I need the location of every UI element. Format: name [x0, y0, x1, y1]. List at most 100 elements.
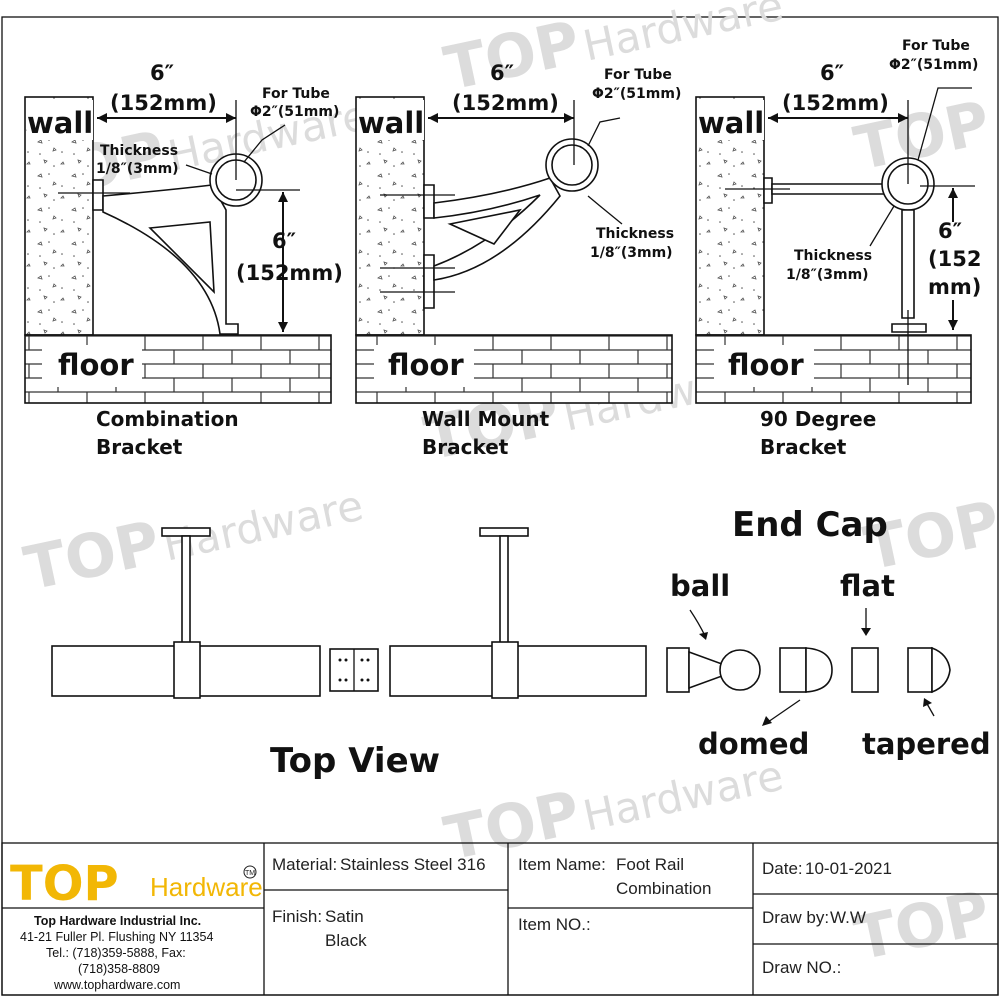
finish-value: Black [325, 931, 367, 950]
bracket-arm [102, 184, 239, 335]
arrow-head [923, 698, 932, 707]
splice-connector [329, 648, 379, 692]
thickness-size: 1/8″(3mm) [786, 267, 869, 283]
wall-label: wall [27, 106, 93, 140]
combination-bracket-diagram: wall floor 6″ (152mm) 6″ (152mm) For Tub… [24, 61, 343, 459]
tube-inner [551, 144, 593, 186]
dim-label-bg [925, 222, 975, 300]
horizontal-dimension-mm: (152mm) [110, 91, 217, 115]
tapered-label: tapered [862, 727, 991, 761]
ball-end-cap [666, 647, 761, 693]
flat-label: flat [840, 569, 895, 603]
tube-clamp [491, 641, 519, 699]
svg-text:TOP: TOP [19, 508, 167, 605]
tube-size: Φ2″(51mm) [592, 86, 681, 102]
tube-size: Φ2″(51mm) [250, 104, 339, 120]
company-address: 41-21 Fuller Pl. Flushing NY 11354 [20, 930, 213, 944]
thickness-size: 1/8″(3mm) [590, 245, 673, 261]
wall-plate [423, 184, 435, 219]
flat-end-cap [851, 647, 879, 693]
finish-label: Finish: [272, 907, 322, 926]
logo-tm: TM [245, 870, 255, 877]
bracket-post [901, 209, 915, 319]
finish-value: Satin [325, 907, 364, 926]
vertical-dimension-mm: mm) [928, 275, 981, 299]
domed-label: domed [698, 727, 809, 761]
top-view-diagram: Top View [51, 527, 647, 781]
floor-label-bg [714, 345, 814, 387]
bracket-name: Bracket [760, 435, 847, 459]
tube-leader [243, 124, 286, 163]
end-cap-diagram: End Cap ball flat domed ta [666, 505, 991, 761]
wall-plate [423, 254, 435, 309]
floor-label-bg [42, 345, 142, 387]
company-website: www.tophardware.com [53, 978, 180, 992]
tube-clamp [173, 641, 201, 699]
horizontal-dimension: 6″ [820, 61, 844, 85]
svg-text:TOP: TOP [849, 878, 997, 975]
ball-label: ball [670, 569, 730, 603]
floor-label: floor [58, 348, 134, 382]
company-name: Top Hardware Industrial Inc. [34, 914, 201, 928]
thickness-label: Thickness [596, 226, 674, 242]
material-label: Material: [272, 855, 337, 874]
svg-text:Hardware: Hardware [579, 0, 788, 71]
wall-label: wall [698, 106, 764, 140]
logo-hardware: Hardware [150, 872, 263, 902]
bracket-cutout [148, 221, 215, 295]
wall-label-bg [358, 100, 424, 140]
arrow-head [762, 716, 772, 726]
bracket-name: Bracket [422, 435, 509, 459]
floor-plate [891, 323, 927, 333]
horizontal-dimension: 6″ [150, 61, 174, 85]
tube-leader [587, 117, 621, 147]
vertical-dimension: 6″ [938, 219, 962, 243]
vertical-dimension: 6″ [272, 229, 296, 253]
company-logo: TOP Hardware TM [10, 856, 263, 912]
wall-label: wall [358, 106, 424, 140]
domed-leader [767, 699, 801, 723]
title-block-frame [1, 842, 999, 996]
thickness-leader [869, 205, 895, 247]
thickness-label: Thickness [794, 248, 872, 264]
logo-top: TOP [10, 856, 119, 912]
thickness-size: 1/8″(3mm) [96, 161, 179, 177]
wall-plate [763, 177, 773, 204]
thickness-leader [587, 195, 623, 225]
90-degree-bracket-diagram: wall floor 6″ (152mm) 6″ (152 mm) For Tu… [695, 38, 981, 459]
material-value: Stainless Steel 316 [340, 855, 486, 874]
arrow-head [861, 628, 871, 636]
horizontal-dimension-mm: (152mm) [782, 91, 889, 115]
tube-size: Φ2″(51mm) [889, 57, 978, 73]
horizontal-dimension-mm: (152mm) [452, 91, 559, 115]
tube-label: For Tube [262, 86, 330, 102]
wall-plate [161, 527, 211, 537]
bracket-name: Bracket [96, 435, 183, 459]
floor-label-bg [374, 345, 474, 387]
bracket-arm [499, 535, 509, 645]
wall-mount-bracket-diagram: wall floor 6″ (152mm) For Tube Φ2″(51mm)… [355, 61, 681, 459]
wall-plate [479, 527, 529, 537]
floor-label: floor [728, 348, 804, 382]
company-fax: (718)358-8809 [78, 962, 160, 976]
domed-end-cap [779, 647, 833, 693]
bracket-name: 90 Degree [760, 407, 876, 431]
tube-label: For Tube [604, 67, 672, 83]
vertical-dimension-mm: (152mm) [236, 261, 343, 285]
tube-leader [917, 87, 972, 161]
wall-label-bg [27, 100, 93, 140]
horizontal-dimension: 6″ [490, 61, 514, 85]
watermark: TOP [849, 878, 997, 975]
title-block: TOP Hardware TM Top Hardware Industrial … [1, 842, 999, 996]
draw-no-label: Draw NO.: [762, 958, 841, 977]
thickness-leader [185, 164, 213, 175]
item-no-label: Item NO.: [518, 915, 591, 934]
company-tel-fax: Tel.: (718)359-5888, Fax: [46, 946, 186, 960]
item-name-value: Foot Rail [616, 855, 684, 874]
tapered-end-cap [907, 646, 951, 694]
wall-label-bg [698, 100, 764, 140]
tube-label: For Tube [902, 38, 970, 54]
arrow-head [699, 632, 708, 640]
draw-by-label: Draw by: [762, 908, 829, 927]
